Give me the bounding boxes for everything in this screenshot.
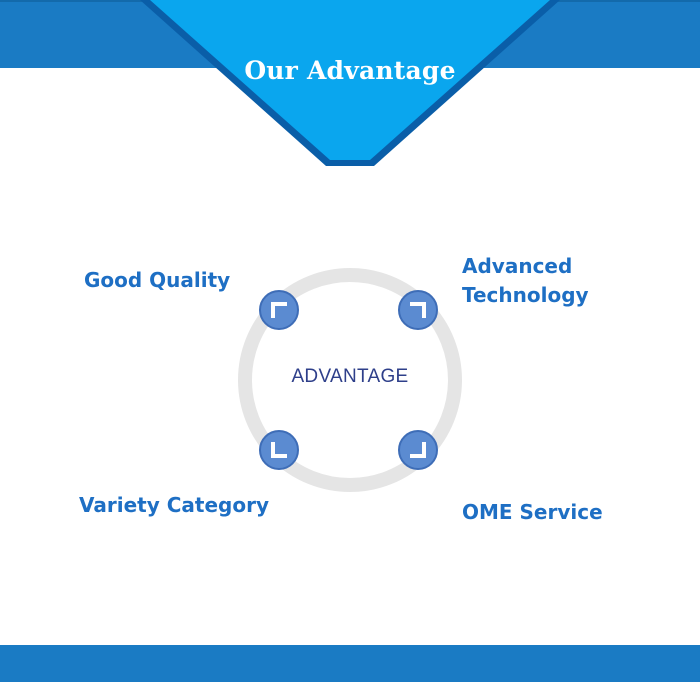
corner-top-right-icon xyxy=(410,302,426,318)
badge-top-right xyxy=(398,290,438,330)
page-title: Our Advantage xyxy=(244,56,456,85)
header-banner-face xyxy=(150,0,550,160)
corner-bottom-right-icon xyxy=(410,442,426,458)
feature-advanced-technology-line2: Technology xyxy=(462,283,589,307)
feature-variety-category: Variety Category xyxy=(79,493,269,517)
badge-bottom-right xyxy=(398,430,438,470)
feature-advanced-technology: Advanced Technology xyxy=(462,252,589,310)
feature-ome-service: OME Service xyxy=(462,500,603,524)
feature-good-quality: Good Quality xyxy=(84,268,231,292)
corner-top-left-icon xyxy=(271,302,287,318)
corner-bottom-left-icon xyxy=(271,442,287,458)
feature-advanced-technology-line1: Advanced xyxy=(462,254,573,278)
header-banner xyxy=(140,0,560,166)
bottom-band xyxy=(0,645,700,682)
badge-bottom-left xyxy=(259,430,299,470)
badge-top-left xyxy=(259,290,299,330)
center-label: ADVANTAGE xyxy=(291,366,409,387)
